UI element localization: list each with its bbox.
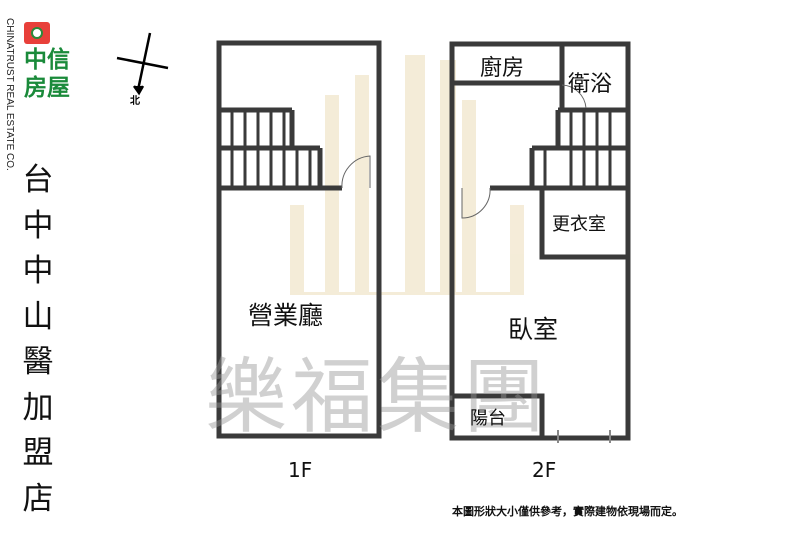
floor-label-2f: 2F <box>532 458 557 482</box>
watermark-text: 樂福集團 <box>205 350 550 445</box>
floor-label-1f: 1F <box>288 458 313 482</box>
room-label-dressing-room: 更衣室 <box>552 214 606 235</box>
floor-1f-plan <box>216 40 382 439</box>
room-label-kitchen: 廚房 <box>480 56 525 81</box>
room-label-sales-hall: 營業廳 <box>248 301 324 330</box>
disclaimer-note: 本圖形狀大小僅供參考，實際建物依現場而定。 <box>452 505 683 518</box>
room-label-balcony: 陽台 <box>470 408 506 429</box>
room-label-bedroom: 臥室 <box>508 315 559 344</box>
floor-2f-plan <box>449 41 631 443</box>
compass-north-label: 北 <box>130 96 140 107</box>
store-title: 台中中山醫加盟店 <box>22 162 54 517</box>
building-watermark <box>290 55 524 295</box>
room-label-bathroom: 衛浴 <box>568 72 613 97</box>
north-compass-icon <box>116 32 169 96</box>
logo-name: 中信房屋 <box>24 47 70 101</box>
logo-icon <box>24 22 50 44</box>
